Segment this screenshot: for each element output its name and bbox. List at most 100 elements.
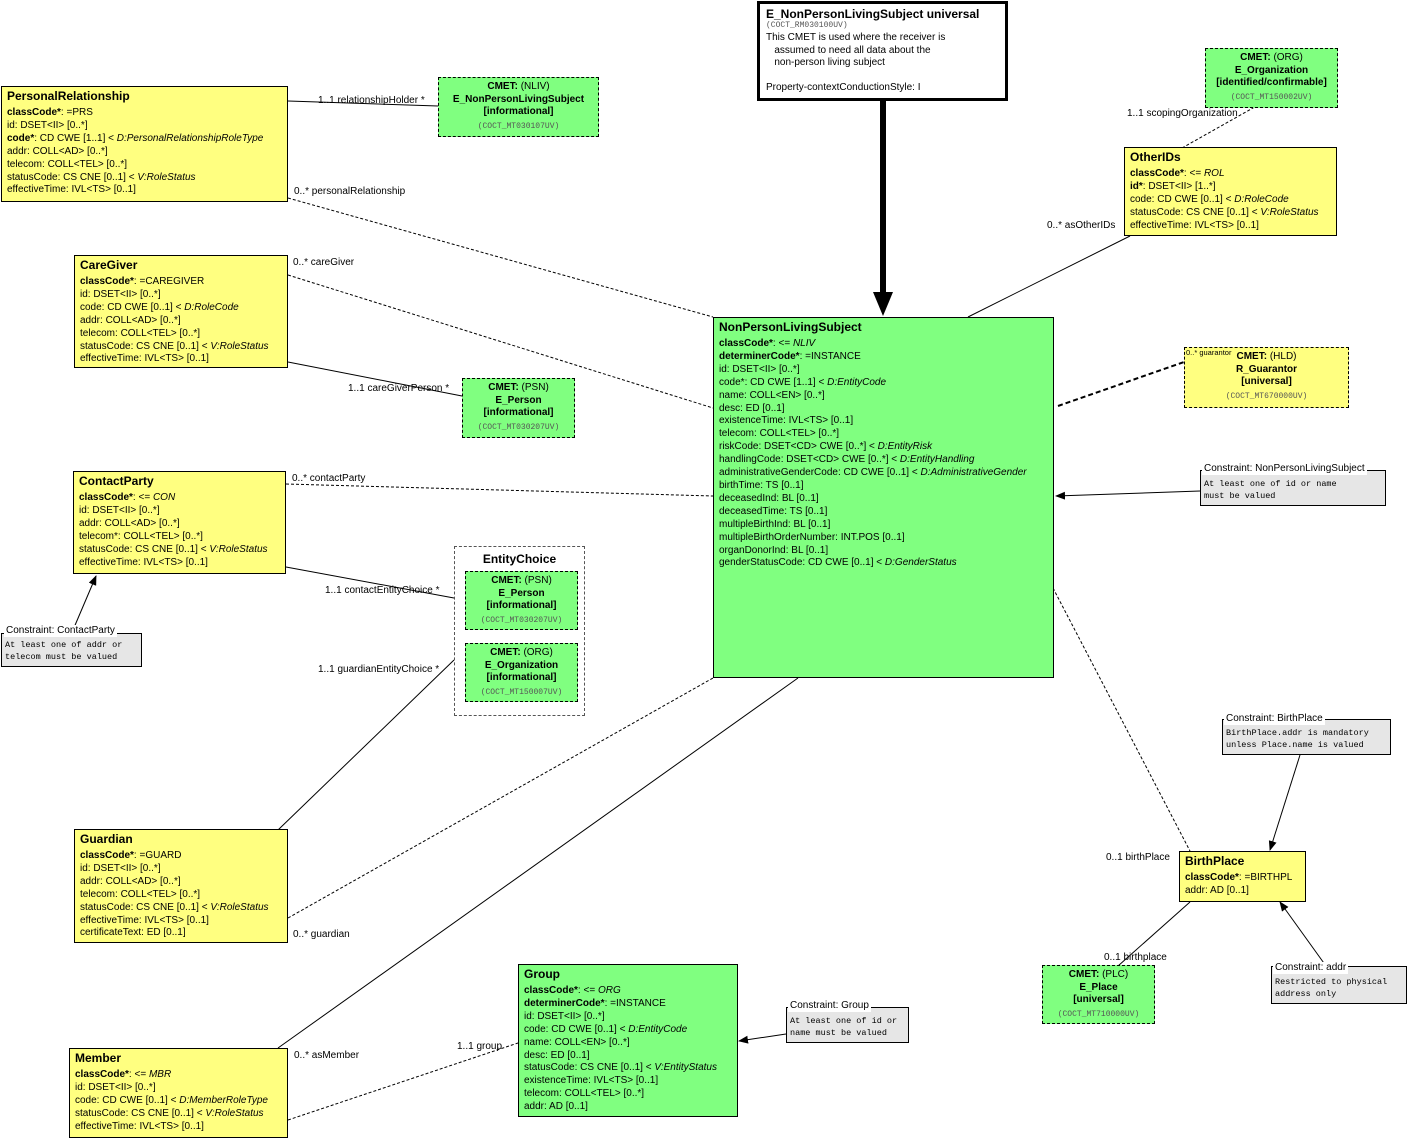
- cmet-choice-person[interactable]: CMET: (PSN)E_Person[informational](COCT_…: [465, 571, 578, 630]
- class-attribute: existenceTime: IVL<TS> [0..1]: [524, 1075, 659, 1087]
- class-attribute: effectiveTime: IVL<TS> [0..1]: [75, 1120, 204, 1132]
- wire-guardian-entity-choice: [277, 659, 455, 831]
- entry-point-description: This CMET is used where the receiver is …: [766, 32, 946, 93]
- constraint-note-contact-party: At least one of addr or telecom must be …: [1, 633, 142, 667]
- class-title: Group: [524, 967, 560, 981]
- cmet-place[interactable]: CMET: (PLC)E_Place[universal](COCT_MT710…: [1042, 965, 1155, 1024]
- label-guarantor: 0..* guarantor: [1186, 348, 1232, 357]
- class-attribute: birthTime: TS [0..1]: [719, 479, 804, 491]
- cmet-caregiver-person[interactable]: CMET: (PSN)E_Person[informational](COCT_…: [462, 378, 575, 438]
- class-attribute: handlingCode: DSET<CD> CWE [0..*] < D:En…: [719, 454, 975, 466]
- label-relationship-holder: 1..1 relationshipHolder *: [318, 95, 425, 106]
- class-attribute: id: DSET<II> [0..*]: [524, 1010, 605, 1022]
- class-attribute: addr: AD [0..1]: [1185, 884, 1249, 896]
- cmet-id: (COCT_MT150002UV): [1230, 92, 1313, 102]
- cmet-choice-organization[interactable]: CMET: (ORG)E_Organization[informational]…: [465, 643, 578, 702]
- wire-guardian: [287, 677, 714, 919]
- class-attribute: effectiveTime: IVL<TS> [0..1]: [1130, 219, 1259, 231]
- constraint-note-nonperson: At least one of id or name must be value…: [1200, 470, 1386, 506]
- constraint-title-addr: Constraint: addr: [1273, 962, 1349, 974]
- entity-choice-title: EntityChoice: [482, 552, 557, 566]
- class-attribute: classCode*: =CAREGIVER: [80, 276, 205, 287]
- class-attribute: telecom: COLL<TEL> [0..*]: [524, 1088, 645, 1100]
- entry-point-title: E_NonPersonLivingSubject universal: [766, 7, 980, 21]
- entry-point-arrow-head: [873, 292, 893, 316]
- class-title: PersonalRelationship: [7, 89, 130, 103]
- wire-caregiver-person: [287, 361, 463, 397]
- class-attribute: existenceTime: IVL<TS> [0..1]: [719, 415, 854, 427]
- wire-personal-relationship: [287, 197, 714, 318]
- wire-contact-party: [285, 483, 714, 497]
- class-attribute: code: CD CWE [0..1] < D:EntityCode: [524, 1023, 688, 1035]
- class-attribute: statusCode: CS CNE [0..1] < V:RoleStatus: [1130, 206, 1319, 218]
- class-nonperson-living-subject[interactable]: NonPersonLivingSubject classCode*: <= NL…: [713, 317, 1054, 678]
- class-attribute: id: DSET<II> [0..*]: [80, 288, 161, 300]
- label-personal-relationship: 0..* personalRelationship: [294, 186, 406, 197]
- constraint-title-nonperson: Constraint: NonPersonLivingSubject: [1202, 463, 1367, 475]
- class-attribute: telecom: COLL<TEL> [0..*]: [719, 428, 840, 440]
- class-attribute: deceasedTime: TS [0..1]: [719, 505, 828, 517]
- cmet-flavor: [informational]: [486, 600, 557, 611]
- class-attribute: telecom: COLL<TEL> [0..*]: [80, 888, 201, 900]
- wire-member-asmember: [277, 677, 799, 1049]
- cmet-flavor: [identified/confirmable]: [1216, 77, 1327, 88]
- class-attribute: statusCode: CS CNE [0..1] < V:EntityStat…: [524, 1062, 717, 1074]
- cmet-kind: CMET: (PLC): [1068, 969, 1129, 980]
- class-attribute: id: DSET<II> [0..*]: [80, 862, 161, 874]
- class-attribute: classCode*: <= CON: [79, 492, 176, 503]
- wire-relationship-holder: [287, 100, 439, 107]
- class-attribute: multipleBirthInd: BL [0..1]: [719, 518, 831, 530]
- class-attribute: addr: COLL<AD> [0..*]: [80, 314, 181, 326]
- cmet-nonperson-living-subject[interactable]: CMET: (NLIV)E_NonPersonLivingSubject[inf…: [438, 77, 599, 137]
- cmet-scoping-organization[interactable]: CMET: (ORG)E_Organization[identified/con…: [1205, 48, 1338, 108]
- cmet-flavor: [informational]: [486, 672, 557, 683]
- cmet-kind: CMET: (HLD): [1236, 351, 1297, 362]
- cmet-guarantor[interactable]: CMET: (HLD)R_Guarantor[universal](COCT_M…: [1184, 347, 1349, 408]
- label-scoping-organization: 1..1 scopingOrganization: [1127, 108, 1238, 119]
- wire-caregiver: [287, 274, 714, 409]
- class-attribute: desc: ED [0..1]: [524, 1049, 590, 1061]
- label-contact-party: 0..* contactParty: [292, 473, 366, 484]
- class-attribute: statusCode: CS CNE [0..1] < V:RoleStatus: [75, 1107, 264, 1119]
- label-contact-entity-choice: 1..1 contactEntityChoice *: [325, 585, 440, 596]
- class-title: NonPersonLivingSubject: [719, 320, 862, 334]
- label-caregiver-person: 1..1 careGiverPerson *: [348, 383, 450, 394]
- cmet-flavor: [informational]: [483, 407, 554, 418]
- cmet-flavor: [universal]: [1073, 994, 1124, 1005]
- wire-group: [287, 1042, 519, 1121]
- wire-constraint-group: [738, 1033, 787, 1044]
- cmet-kind: CMET: (ORG): [490, 647, 553, 658]
- label-guardian: 0..* guardian: [293, 929, 350, 940]
- class-attribute: multipleBirthOrderNumber: INT.POS [0..1]: [719, 531, 905, 543]
- wire-constraint-addr: [1279, 901, 1327, 967]
- class-attribute: code*: CD CWE [1..1] < D:PersonalRelatio…: [7, 132, 264, 144]
- class-attribute: certificateText: ED [0..1]: [80, 927, 186, 939]
- class-attribute: classCode*: =PRS: [7, 107, 93, 118]
- class-attribute: id: DSET<II> [0..*]: [75, 1081, 156, 1093]
- class-attribute: effectiveTime: IVL<TS> [0..1]: [80, 914, 209, 926]
- class-attribute: effectiveTime: IVL<TS> [0..1]: [80, 353, 209, 365]
- label-guardian-entity-choice: 1..1 guardianEntityChoice *: [318, 664, 440, 675]
- class-attribute: deceasedInd: BL [0..1]: [719, 492, 819, 504]
- constraint-title-group: Constraint: Group: [788, 1000, 871, 1012]
- class-attribute: code: CD CWE [0..1] < D:RoleCode: [1130, 193, 1289, 205]
- label-caregiver: 0..* careGiver: [293, 257, 355, 268]
- label-as-member: 0..* asMember: [294, 1050, 360, 1061]
- cmet-name: E_Person: [498, 587, 545, 599]
- class-attribute: id: DSET<II> [0..*]: [719, 363, 800, 375]
- class-attribute: addr: COLL<AD> [0..*]: [7, 145, 108, 157]
- class-attribute: id*: DSET<II> [1..*]: [1130, 180, 1216, 192]
- cmet-flavor: [informational]: [483, 106, 554, 117]
- label-birth-place: 0..1 birthPlace: [1106, 852, 1170, 863]
- class-attribute: determinerCode*: =INSTANCE: [719, 350, 861, 362]
- class-title: OtherIDs: [1130, 150, 1181, 164]
- cmet-kind: CMET: (NLIV): [487, 81, 550, 92]
